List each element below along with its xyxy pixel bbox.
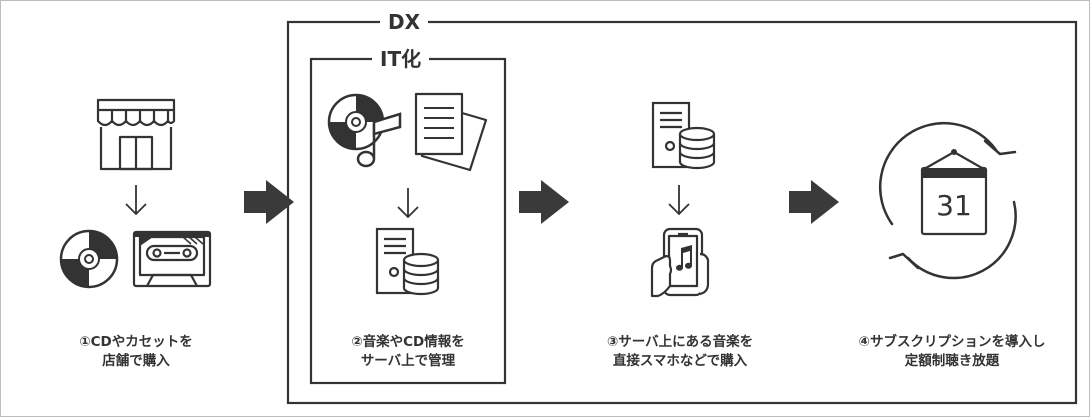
step-1-caption-line1: ①CDやカセットを <box>79 334 193 350</box>
step-1-caption: ①CDやカセットを 店舗で購入 <box>36 333 236 371</box>
step-4-caption: ④サブスクリプションを導入し 定額制聴き放題 <box>821 333 1083 371</box>
server-database-icon <box>651 101 716 170</box>
step-4-caption-line1: ④サブスクリプションを導入し <box>858 334 1046 350</box>
flow-arrow-3 <box>789 180 839 224</box>
step-2-caption-line1: ②音楽やCD情報を <box>351 334 465 350</box>
step-4-caption-line2: 定額制聴き放題 <box>904 353 1000 369</box>
store-icon <box>96 98 176 171</box>
step-3-caption-line1: ③サーバ上にある音楽を <box>606 334 754 350</box>
document-icon <box>414 92 488 172</box>
down-arrow-icon <box>668 185 690 216</box>
down-arrow-icon <box>397 188 419 219</box>
step-3-caption: ③サーバ上にある音楽を 直接スマホなどで購入 <box>567 333 793 371</box>
calendar-day: 31 <box>936 189 972 222</box>
step-3-caption-line2: 直接スマホなどで購入 <box>612 353 748 369</box>
smartphone-music-icon <box>650 227 710 298</box>
step-2-caption-line2: サーバ上で管理 <box>360 353 456 369</box>
cd-music-icon <box>327 93 402 168</box>
cd-icon <box>59 229 119 289</box>
cassette-icon <box>132 230 212 288</box>
step-2-caption: ②音楽やCD情報を サーバ上で管理 <box>313 333 503 371</box>
subscription-cycle-icon <box>878 121 1017 280</box>
flow-arrow-1 <box>244 180 294 224</box>
server-database-icon <box>375 227 440 296</box>
dx-label: DX <box>380 11 429 33</box>
step-1-caption-line2: 店舗で購入 <box>102 353 170 369</box>
it-label: IT化 <box>372 48 430 70</box>
down-arrow-icon <box>125 185 147 216</box>
flow-arrow-2 <box>519 180 569 224</box>
